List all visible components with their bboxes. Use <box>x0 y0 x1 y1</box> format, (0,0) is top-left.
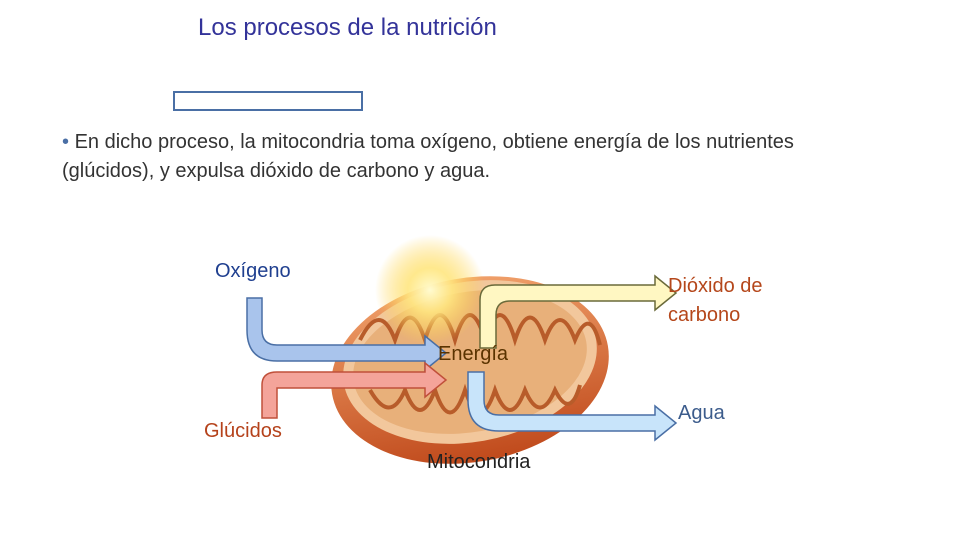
glucids-label: Glúcidos <box>204 420 282 443</box>
mitochondria-label: Mitocondria <box>427 451 530 474</box>
water-label: Agua <box>678 402 725 425</box>
oxygen-label: Oxígeno <box>215 260 291 283</box>
energy-label: Energía <box>438 343 508 366</box>
co2-label: Dióxido de carbono <box>668 272 798 330</box>
